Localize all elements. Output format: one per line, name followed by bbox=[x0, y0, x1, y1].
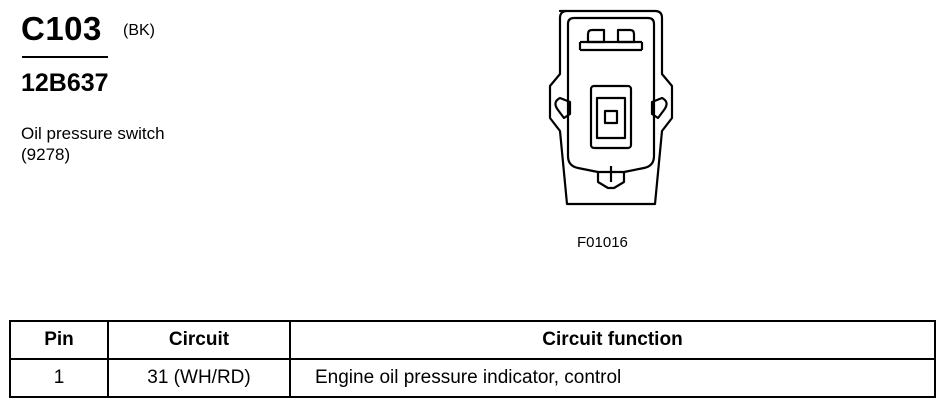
header-circuit-function: Circuit function bbox=[289, 320, 936, 360]
connector-outer-housing bbox=[548, 9, 674, 206]
pin-cell: 1 bbox=[9, 358, 109, 398]
side-key-left bbox=[554, 96, 572, 120]
bottom-key bbox=[596, 172, 626, 190]
latch-tab-left bbox=[586, 28, 606, 44]
connector-face-diagram bbox=[548, 9, 674, 206]
side-key-right bbox=[650, 96, 668, 120]
pinout-table: Pin Circuit Circuit function 1 31 (WH/RD… bbox=[9, 320, 936, 398]
circuit-function-cell: Engine oil pressure indicator, control bbox=[289, 358, 936, 398]
circuit-cell: 31 (WH/RD) bbox=[107, 358, 291, 398]
terminal-cavity bbox=[589, 84, 633, 150]
connector-id-underline bbox=[22, 56, 108, 58]
component-description: Oil pressure switch (9278) bbox=[21, 123, 165, 165]
terminal-cavity-inner bbox=[595, 96, 627, 140]
connector-id: C103 bbox=[21, 10, 102, 47]
connector-color-code: (BK) bbox=[123, 22, 155, 39]
pin-1-terminal bbox=[603, 109, 619, 125]
component-name: Oil pressure switch bbox=[21, 124, 165, 143]
part-number: 12B637 bbox=[21, 69, 109, 97]
component-number: (9278) bbox=[21, 145, 71, 164]
table-row: 1 31 (WH/RD) Engine oil pressure indicat… bbox=[9, 358, 936, 398]
figure-code: F01016 bbox=[577, 234, 628, 251]
header-pin: Pin bbox=[9, 320, 109, 360]
table-header-row: Pin Circuit Circuit function bbox=[9, 320, 936, 360]
header-circuit: Circuit bbox=[107, 320, 291, 360]
latch-tab-right bbox=[616, 28, 636, 44]
